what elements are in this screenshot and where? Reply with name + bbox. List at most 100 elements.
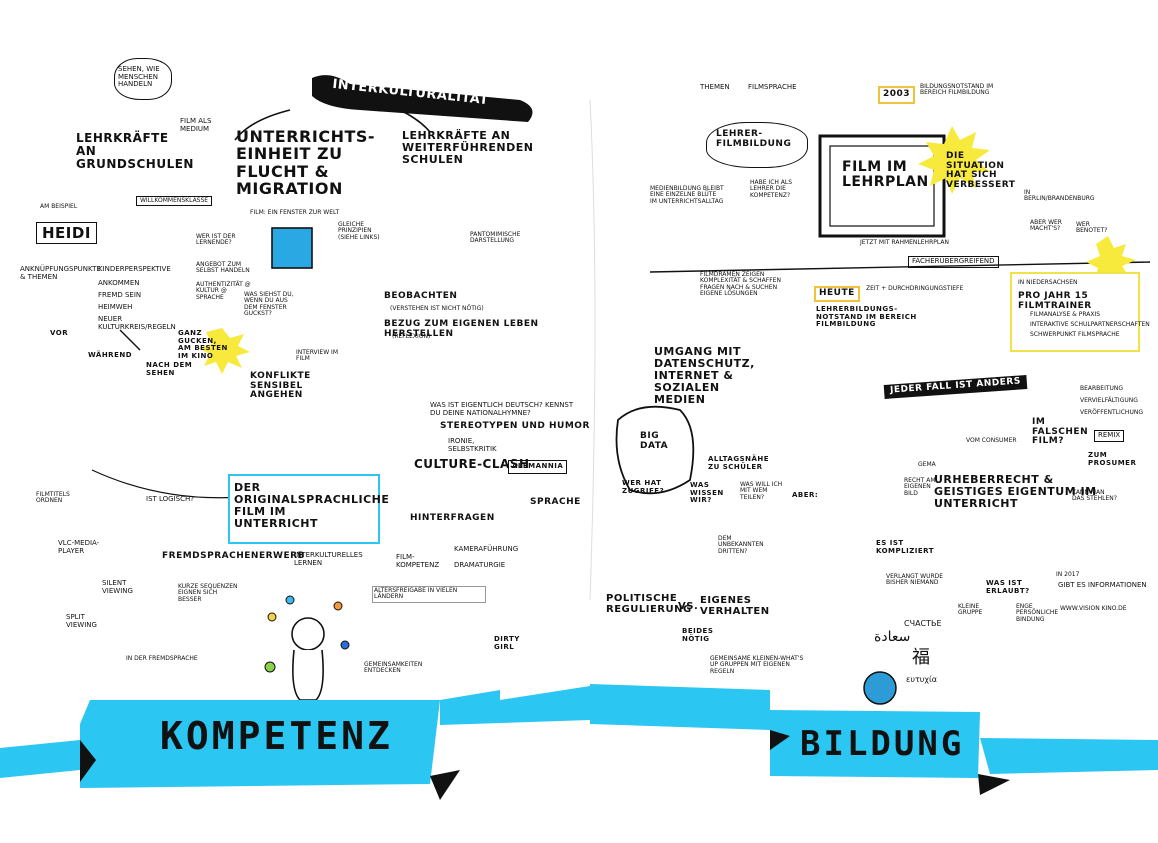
remix: REMIX [1094,430,1125,442]
verhalten: EIGENES VERHALTEN [700,595,770,617]
filmtrainer: PRO JAHR 15 FILMTRAINER [1018,291,1092,311]
culture-clash: CULTURE-CLASH [414,457,530,471]
film-als-medium: FILM ALS MEDIUM [180,117,212,133]
bearbeitung-0: BEARBEITUNG [1080,385,1124,392]
kleine-gruppe: KLEINE GRUPPE [958,603,983,617]
rahmenlehrplan: JETZT MIT RAHMENLEHRPLAN [860,239,949,246]
fremdsprache: IN DER FREMDSPRACHE [126,655,198,662]
heute: HEUTE [814,286,860,302]
gemeinsam: GEMEINSAMKEITEN ENTDECKEN [364,661,423,675]
faecheruebergreifend: FÄCHERÜBERGREIFEND [908,256,999,268]
inter-lernen: INTERKULTURELLES LERNEN [294,551,363,567]
regulierung: POLITISCHE REGULIERUNG [606,593,692,615]
falschen-film: IM FALSCHEN FILM? [1032,417,1089,447]
reflexion: (REFLEXION) [392,333,431,340]
enge-bindung: ENGE PERSÖNLICHE BINDUNG [1016,603,1059,623]
nach: NACH DEM SEHEN [146,361,193,377]
niedersachsen: IN NIEDERSACHSEN [1018,279,1078,286]
wer-lernende: WER IST DER LERNENDE? [196,233,236,247]
kann-man: KANN MAN DAS STEHLEN? [1072,489,1117,503]
silent: SILENT VIEWING [102,579,133,595]
heute-sub: LEHRERBILDUNGS-NOTSTAND IM BEREICH FILMB… [816,305,917,329]
kamera: KAMERAFÜHRUNG [454,545,519,553]
banner-bildung: BILDUNG [800,724,965,764]
sehen-text: SEHEN, WIE MENSCHEN HANDELN [118,65,160,89]
stereotypen: STEREOTYPEN UND HUMOR [440,421,590,431]
word-greek: ευτυχία [906,675,937,684]
habe-ich: HABE ICH ALS LEHRER DIE KOMPETENZ? [750,179,793,199]
heidi: HEIDI [36,222,97,245]
am-beispiel: AM BEISPIEL [40,203,78,210]
beobachten-sub: (VERSTEHEN IST NICHT NÖTIG) [390,305,484,312]
lehrerfilm-cloud [706,122,808,168]
medienbildung: MEDIENBILDUNG BLEIBT EINE EINZELNE BLÜTE… [650,185,724,205]
recht-bild: RECHT AM EIGENEN BILD [904,477,936,497]
dirty-girl: DIRTY GIRL [494,635,520,651]
waehrend: WÄHREND [88,351,133,359]
aber-wer: ABER WER MACHT'S? [1030,219,1062,233]
lehrerfilm: LEHRER-FILMBILDUNG [716,129,792,149]
was-wissen: WAS WISSEN WIR? [690,481,724,505]
word-arabic: سعادة [874,629,911,645]
beobachten: BEOBACHTEN [384,291,458,301]
fremd-sein: FREMD SEIN [98,291,142,299]
lehrkraefte-weiter: LEHRKRÄFTE AN WEITERFÜHRENDEN SCHULEN [402,129,534,166]
filmsprache: FILMSPRACHE [748,83,797,91]
kurze: KURZE SEQUENZEN EIGNEN SICH BESSER [178,583,238,603]
was-siehst: WAS SIEHST DU, WENN DU AUS DEM FENSTER G… [244,291,294,318]
year-2003: 2003 [878,86,916,104]
original-title: DER ORIGINALSPRACHLICHE FILM IM UNTERRIC… [234,481,390,530]
kompliziert: ES IST KOMPLIZIERT [876,539,935,555]
bezug: BEZUG ZUM EIGENEN LEBEN HERSTELLEN [384,319,539,339]
trainer-item-1: INTERAKTIVE SCHULPARTNERSCHAFTEN [1030,321,1150,328]
banner-kompetenz: KOMPETENZ [160,714,393,758]
trainer-item-0: FILMANALYSE & PRAXIS [1030,311,1101,318]
umgang: UMGANG MIT DATENSCHUTZ, INTERNET & SOZIA… [654,345,755,406]
vor: VOR [50,329,69,337]
gemeinsame: GEMEINSAME KLEINEN-WHAT'S UP GRUPPEN MIT… [710,655,804,675]
deutsch: WAS IST EIGENTLICH DEUTSCH? KENNST DU DE… [430,401,574,417]
filmtitel: FILMTITELS ORDNEN [36,491,70,505]
urheberrecht: URHEBERRECHT & GEISTIGES EIGENTUM IM UNT… [934,473,1097,510]
logisch: IST LOGISCH? [146,495,194,503]
verlangt: VERLANGT WURDE BISHER NIEMAND [886,573,944,587]
ankommen: ANKOMMEN [98,279,140,287]
bildungsnotstand: BILDUNGSNOTSTAND IM BEREICH FILMBILDUNG [920,83,994,97]
zeit: ZEIT + DURCHDRINGUNGSTIEFE [866,285,964,292]
kinderperspektive: KINDERPERSPEKTIVE [98,265,171,273]
authentizitaet: AUTHENTIZITÄT @ KULTUR @ SPRACHE [196,281,251,301]
film-fenster: FILM: EIN FENSTER ZUR WELT [250,209,340,216]
gema: GEMA [918,461,936,468]
fremdsprachen: FREMDSPRACHENERWERB [162,551,305,561]
aber: ABER: [792,491,819,499]
prosumer: ZUM PROSUMER [1088,451,1137,467]
sehen-bubble [114,58,172,100]
alltag: ALLTAGSNÄHE ZU SCHÜLER [708,455,770,471]
lehrkraefte-grundschulen: LEHRKRÄFTE AN GRUNDSCHULEN [76,131,194,171]
was-teilen: WAS WILL ICH MIT WEM TEILEN? [740,481,783,501]
unterricht-title: UNTERRICHTS-EINHEIT ZU FLUCHT & MIGRATIO… [236,127,376,198]
original-box [228,474,380,544]
film-lehrplan: FILM IM LEHRPLAN [842,159,929,191]
hinterfragen: HINTERFRAGEN [410,513,495,523]
sprache: SPRACHE [530,497,581,507]
word-chinese: 福 [912,647,930,668]
ganz-gucken: GANZ GUCKEN, AM BESTEN IM KINO [178,329,228,360]
ironie: IRONIE, SELBSTKRITIK [448,437,497,453]
dritten: DEM UNBEKANNTEN DRITTEN? [718,535,764,555]
konflikte: KONFLIKTE SENSIBEL ANGEHEN [250,371,311,401]
willkommensklasse: WILLKOMMENSKLASSE [136,196,213,207]
bearbeitung-1: VERVIELFÄLTIGUNG [1080,397,1138,404]
infos: GIBT ES INFORMATIONEN [1058,581,1147,589]
niedersachsen-box [1010,272,1140,352]
gleiche-prinzipien: GLEICHE PRINZIPIEN (SIEHE LINKS) [338,221,380,241]
info-year: IN 2017 [1056,571,1080,578]
bearbeitung-2: VERÖFFENTLICHUNG [1080,409,1143,416]
vs: VS. [678,601,699,612]
word-cyrillic: СЧАСТЬЕ [904,619,942,628]
website: WWW.VISION KINO.DE [1060,605,1127,612]
themen: THEMEN [700,83,730,91]
filmdramen: FILMDRAMEN ZEIGEN KOMPLEXITÄT & SCHAFFEN… [700,271,781,298]
split: SPLIT VIEWING [66,613,97,629]
